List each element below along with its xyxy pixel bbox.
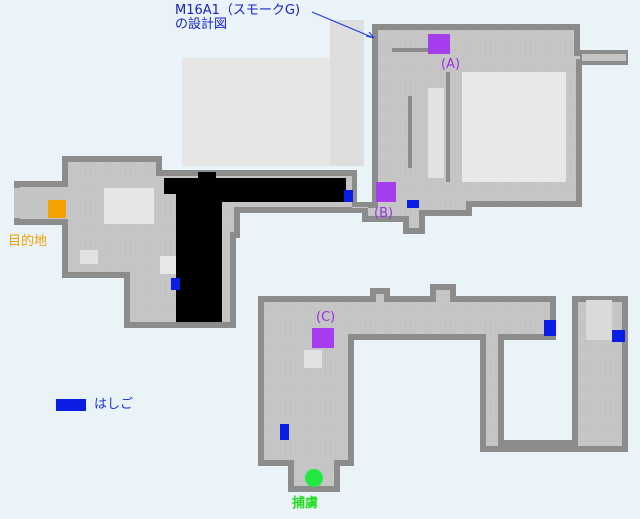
destination-label: 目的地 — [8, 234, 48, 249]
ladder-upper-b[interactable] — [407, 200, 419, 208]
lower-complex-walls — [258, 284, 628, 492]
marker-label-c: (C) — [316, 310, 336, 325]
inner-wall-1 — [392, 48, 428, 52]
prisoner-marker[interactable] — [305, 469, 323, 487]
inner-wall-2 — [408, 96, 412, 168]
marker-label-a: (A) — [441, 57, 461, 72]
east-tower-block — [586, 300, 612, 340]
upper-complex — [14, 20, 628, 328]
ladder-legend-label: はしご — [94, 397, 134, 412]
tower-block — [330, 20, 364, 166]
large-building-block — [182, 58, 358, 166]
prisoner-label: 捕虜 — [292, 496, 319, 511]
marker-label-b: (B) — [374, 206, 394, 221]
ladder-lower-west[interactable] — [280, 424, 289, 440]
inner-wall-3 — [446, 72, 450, 182]
item-marker-c[interactable] — [312, 328, 334, 348]
item-marker-b[interactable] — [376, 182, 396, 202]
annotation-arrow — [311, 11, 375, 39]
pillar-3 — [160, 256, 178, 274]
destination-marker[interactable] — [48, 200, 66, 218]
east-building-block — [462, 72, 566, 182]
dark-area — [164, 172, 346, 322]
small-pillar — [304, 350, 322, 368]
lower-complex — [258, 284, 628, 492]
pillar-1 — [428, 88, 444, 178]
item-marker-a[interactable] — [428, 34, 450, 54]
annotation-line-1: M16A1（スモークG) — [175, 3, 301, 18]
ladder-lower-east[interactable] — [544, 320, 556, 336]
west-block — [104, 188, 154, 224]
annotation-arrowhead — [365, 31, 375, 39]
annotation-line-2: の設計図 — [175, 17, 228, 32]
pillar-2 — [80, 250, 98, 264]
corridor-east-floor — [582, 54, 626, 61]
ladder-upper-west[interactable] — [171, 278, 180, 290]
ladder-lower-far-east[interactable] — [612, 330, 625, 342]
ladder-upper-center[interactable] — [344, 190, 353, 202]
ladder-legend-swatch — [56, 399, 86, 411]
